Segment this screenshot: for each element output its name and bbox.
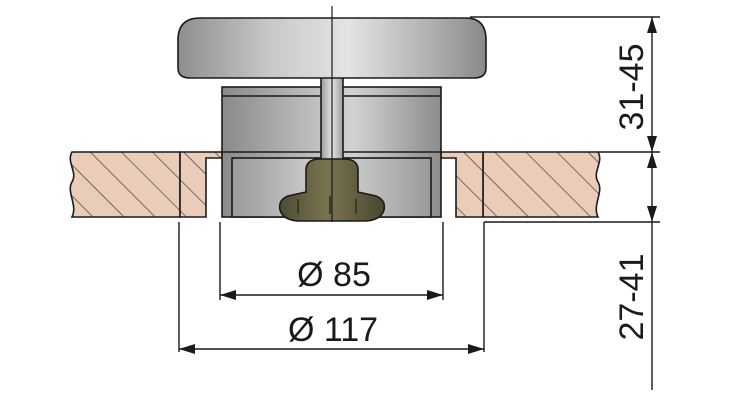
arrow-top-down (647, 136, 657, 152)
dim-label-height-31-45: 31-45 (613, 44, 651, 131)
deck-panel-left (69, 151, 181, 218)
dim-label-diameter-117: Ø 117 (288, 311, 378, 349)
deck-panel-right (482, 151, 601, 218)
dim-label-diameter-85: Ø 85 (297, 256, 371, 294)
arrow-85-right (427, 290, 443, 300)
dim-label-height-27-41: 27-41 (613, 254, 651, 341)
arrow-bottom-up (647, 152, 657, 168)
arrow-top-up (647, 17, 657, 33)
arrow-85-left (220, 290, 236, 300)
arrow-117-left (179, 344, 195, 354)
flange-left (179, 151, 223, 218)
arrow-bottom-down (647, 206, 657, 222)
arrow-117-right (468, 344, 484, 354)
flange-right (440, 151, 484, 218)
